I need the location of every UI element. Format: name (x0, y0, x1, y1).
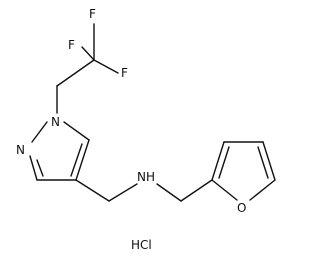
bond-c5-c4 (75, 139, 90, 181)
hydrochloride-label: HCl (131, 238, 152, 252)
bond-furan-o-c2 (211, 179, 238, 201)
atom-label-amine: NH (137, 170, 155, 184)
bond-c4-ch2 (75, 179, 110, 202)
bond-nh-ch2 (156, 183, 182, 202)
chemical-structure: F F F N N NH O HCl (16, 7, 276, 252)
bond-furan-c2-c3 (211, 141, 225, 181)
bond-c3-n2-inner (36, 159, 44, 177)
structure-canvas: F F F N N NH O HCl (16, 7, 276, 252)
bond-furan-c5-o (249, 179, 276, 201)
bond-c3-n2 (29, 155, 38, 181)
bond-c5-c4-inner (70, 143, 83, 177)
bond-ch2-nh (108, 183, 138, 202)
atom-label-furan-oxygen: O (237, 201, 246, 215)
bond-furan-c2-c3-inner (218, 146, 230, 179)
atom-label-f-top: F (89, 7, 96, 21)
bond-furan-c4-c5-inner (257, 146, 269, 179)
bond-cf3-ch2 (56, 59, 95, 87)
bond-cf3-right-f (93, 59, 119, 74)
bond-furan-c4-c5 (262, 141, 276, 181)
atom-label-ring-n1: N (51, 115, 60, 129)
atom-label-ring-n2: N (16, 143, 25, 157)
bond-n2-n1 (31, 121, 48, 143)
atom-label-f-left: F (68, 38, 75, 52)
bond-cf3-left-f (81, 46, 95, 61)
bond-ch2-furan (180, 179, 213, 202)
atom-label-f-right: F (121, 66, 128, 80)
bond-n1-c5 (63, 121, 90, 141)
